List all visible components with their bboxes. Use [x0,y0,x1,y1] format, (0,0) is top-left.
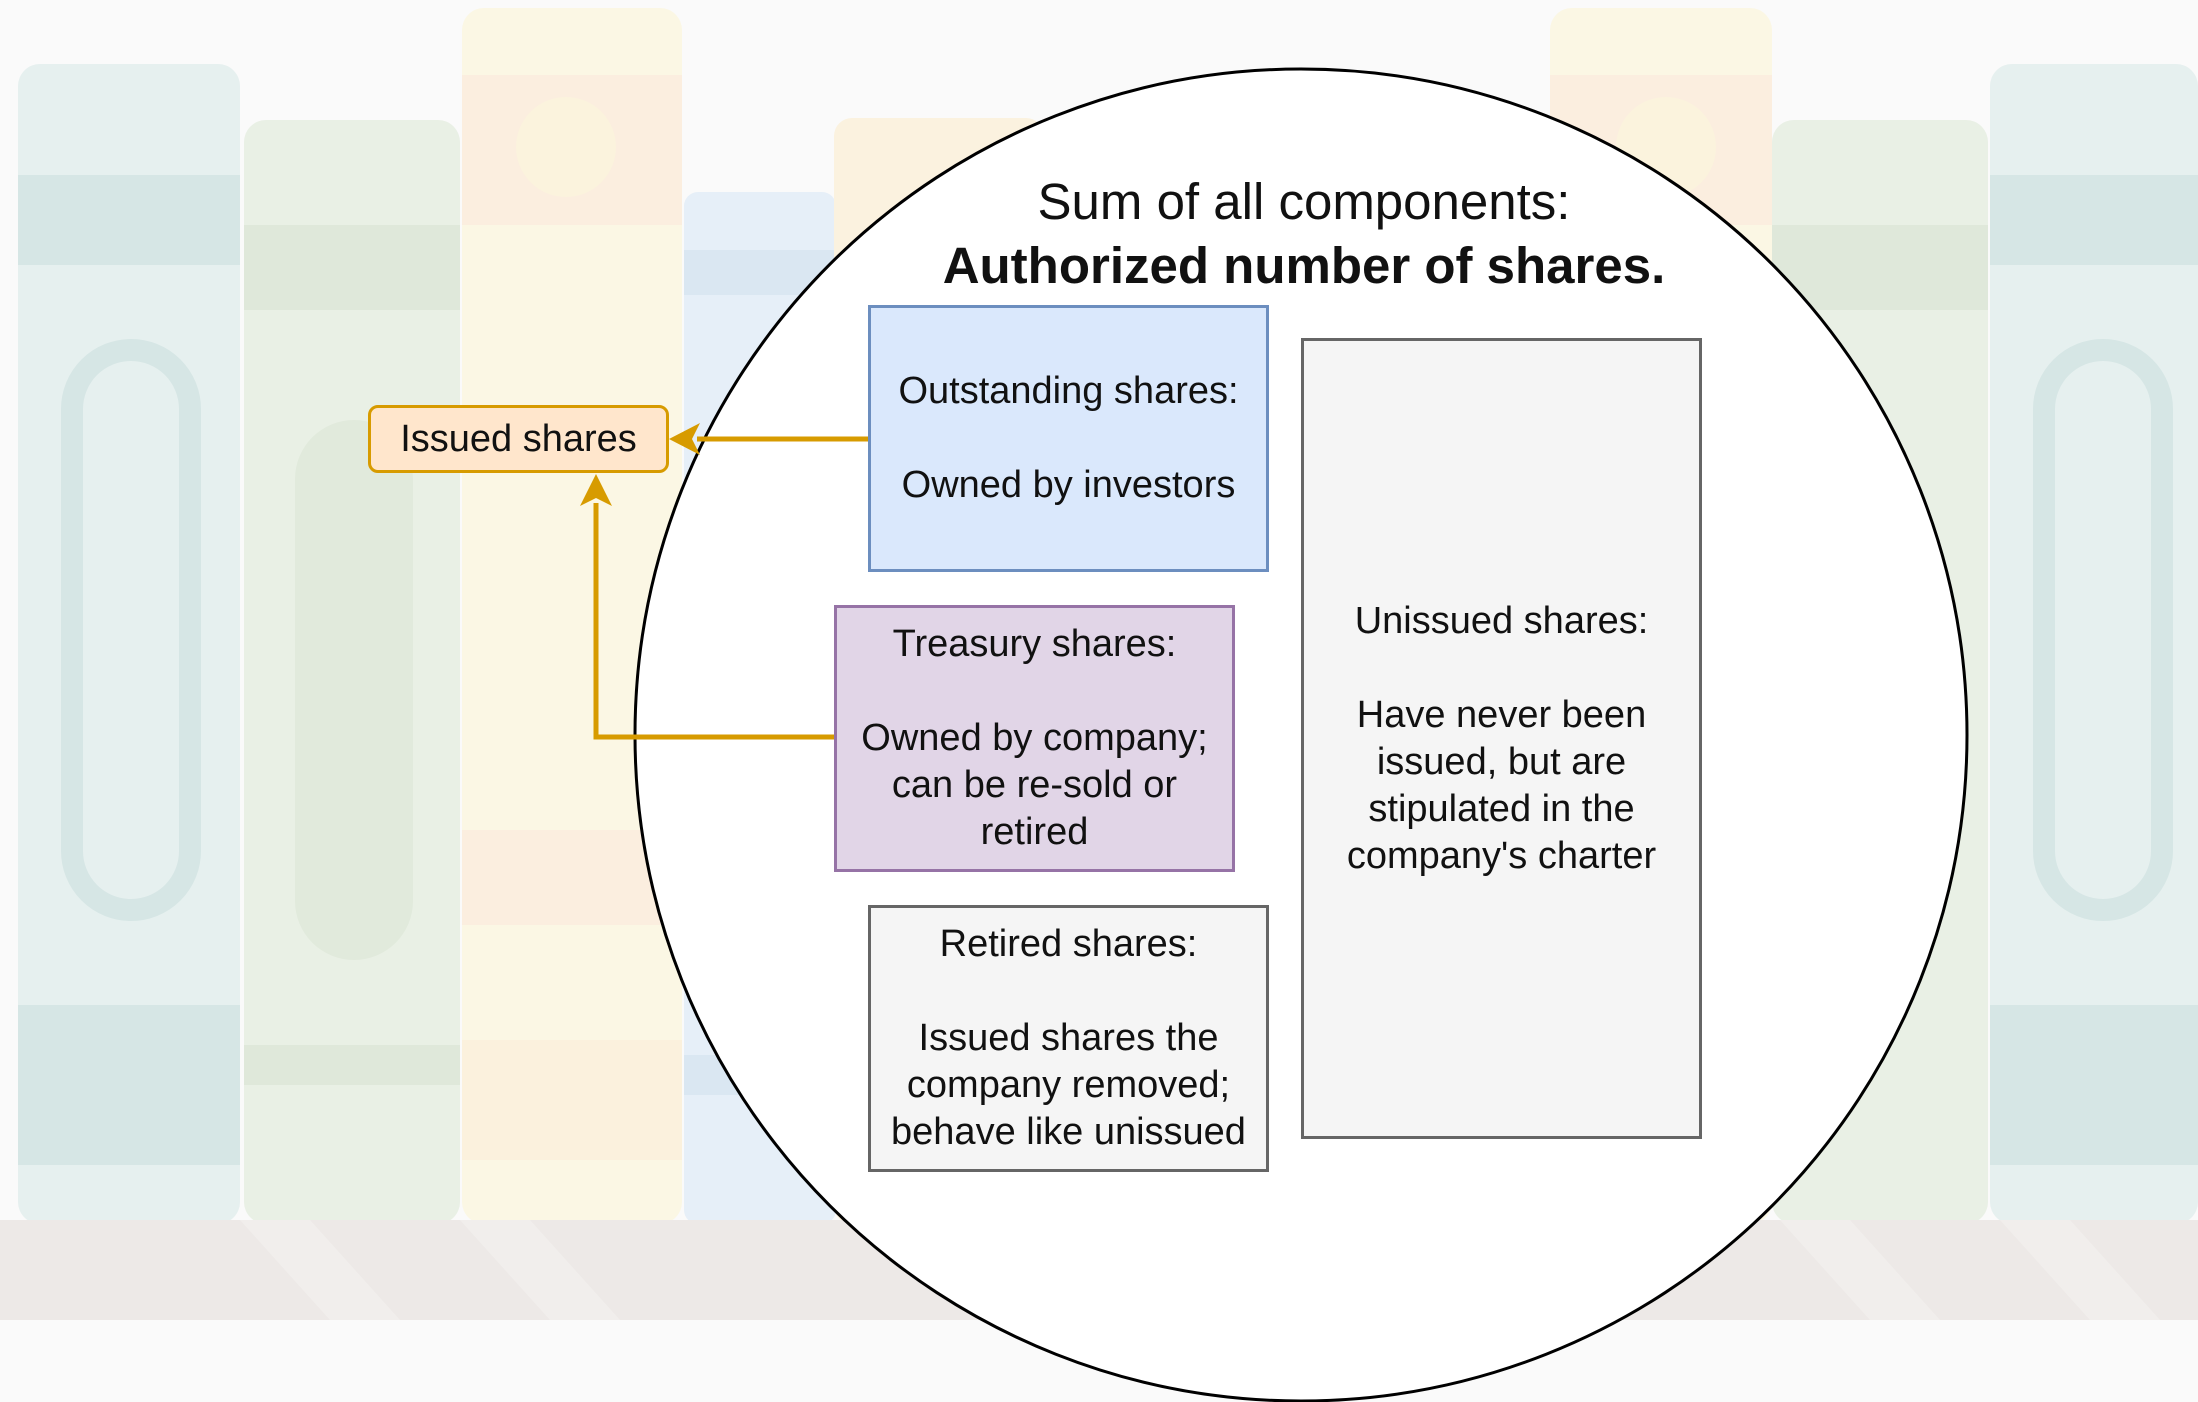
issued-shares-label: Issued shares [400,417,637,460]
retired-body-line: Issued shares the [918,1017,1219,1059]
diagram-title-line1: Sum of all components: [1037,173,1571,230]
outstanding-heading: Outstanding shares: [898,370,1239,412]
retired-body-line: company removed; [906,1064,1231,1106]
treasury-heading: Treasury shares: [892,623,1177,665]
treasury-body-line: retired [980,811,1089,853]
retired-heading: Retired shares: [939,923,1198,965]
treasury-to-issued-arrow [593,503,834,740]
treasury-shares-box: Treasury shares: Owned by company; can b… [834,605,1235,872]
unissued-shares-box: Unissued shares: Have never been issued,… [1301,338,1702,1139]
retired-body-line: behave like unissued [891,1111,1246,1153]
unissued-body-line: stipulated in the [1368,787,1635,830]
outstanding-shares-box: Outstanding shares: Owned by investors [868,305,1269,572]
treasury-body-line: Owned by company; [861,717,1208,759]
outstanding-body: Owned by investors [901,464,1236,506]
unissued-body-line: company's charter [1346,834,1657,877]
diagram-title-line2: Authorized number of shares. [942,237,1666,294]
unissued-body-line: issued, but are [1376,740,1627,783]
unissued-heading: Unissued shares: [1354,599,1649,642]
retired-shares-box: Retired shares: Issued shares the compan… [868,905,1269,1172]
treasury-body-line: can be re-sold or [891,764,1178,806]
issued-shares-box: Issued shares [368,405,669,473]
unissued-body-line: Have never been [1356,693,1647,736]
